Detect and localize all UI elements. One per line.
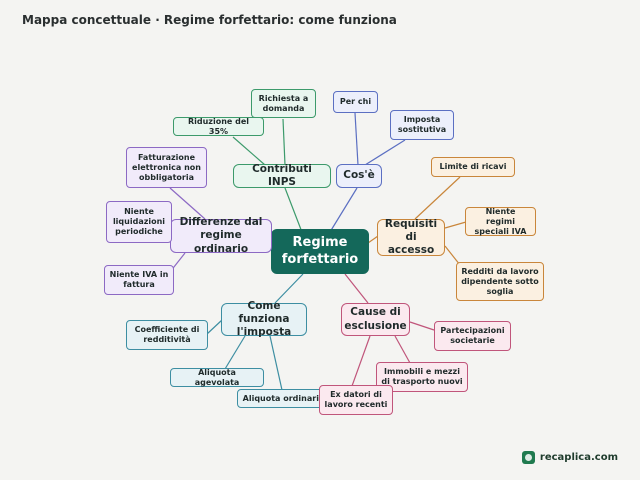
- link-cose-imposta: [364, 139, 406, 166]
- link-come-agevolata: [224, 335, 246, 370]
- leaf-niente-iva-fattura: Niente IVA in fattura: [104, 265, 174, 295]
- leaf-limite-ricavi: Limite di ricavi: [431, 157, 515, 177]
- link-cause-partecipazioni: [409, 321, 435, 331]
- leaf-coefficiente-redditivita: Coefficiente di redditività: [126, 320, 208, 350]
- brand-name: recaplica.com: [539, 452, 618, 463]
- page-title: Mappa concettuale · Regime forfettario: …: [22, 13, 397, 27]
- link-come-coefficiente: [206, 319, 223, 335]
- link-contributi-richiesta: [282, 118, 286, 166]
- link-cause-exdatori: [351, 335, 371, 387]
- leaf-fatturazione-elettronica: Fatturazione elettronica non obbligatori…: [126, 147, 207, 188]
- link-contributi-riduzione: [232, 136, 266, 166]
- link-requisiti-niente: [444, 221, 467, 229]
- link-cause-immobili: [394, 335, 411, 364]
- leaf-ex-datori-lavoro: Ex datori di lavoro recenti: [319, 385, 393, 415]
- leaf-aliquota-ordinaria: Aliquota ordinaria: [237, 389, 330, 408]
- branch-contributi-inps: Contributi INPS: [233, 163, 331, 188]
- link-come-ordinaria: [269, 335, 283, 391]
- link-requisiti-limite: [414, 176, 461, 220]
- link-differenze-fatturazione: [169, 187, 206, 220]
- branch-cose: Cos'è: [336, 164, 382, 188]
- branch-cause-esclusione: Cause di esclusione: [341, 303, 410, 336]
- leaf-riduzione-35: Riduzione del 35%: [173, 117, 264, 136]
- branch-come-funziona-imposta: Come funziona l'imposta: [221, 300, 307, 338]
- link-cose-perchi: [354, 112, 359, 166]
- brand-logo-link[interactable]: recaplica.com: [521, 451, 618, 464]
- leaf-imposta-sostitutiva: Imposta sostitutiva: [390, 110, 454, 140]
- leaf-partecipazioni-societarie: Partecipazioni societarie: [434, 321, 511, 351]
- leaf-niente-liquidazioni: Niente liquidazioni periodiche: [106, 201, 172, 243]
- center-node: Regime forfettario: [271, 229, 369, 274]
- branch-requisiti-accesso: Requisiti di accesso: [377, 218, 445, 256]
- link-center-come: [274, 273, 304, 304]
- leaf-redditi-lavoro-dipendente: Redditi da lavoro dipendente sotto sogli…: [456, 262, 544, 301]
- link-center-requisiti: [367, 235, 379, 244]
- leaf-niente-regimi-speciali-iva: Niente regimi speciali IVA: [465, 207, 536, 236]
- leaf-richiesta-a-domanda: Richiesta a domanda: [251, 89, 316, 118]
- leaf-aliquota-agevolata: Aliquota agevolata: [170, 368, 264, 387]
- link-center-cause: [344, 273, 369, 304]
- leaf-logo-icon: [521, 451, 535, 464]
- link-center-cose: [329, 187, 358, 233]
- link-requisiti-redditi: [444, 245, 461, 266]
- leaf-per-chi: Per chi: [333, 91, 378, 113]
- branch-differenze-regime-ordinario: Differenze dal regime ordinario: [170, 216, 272, 255]
